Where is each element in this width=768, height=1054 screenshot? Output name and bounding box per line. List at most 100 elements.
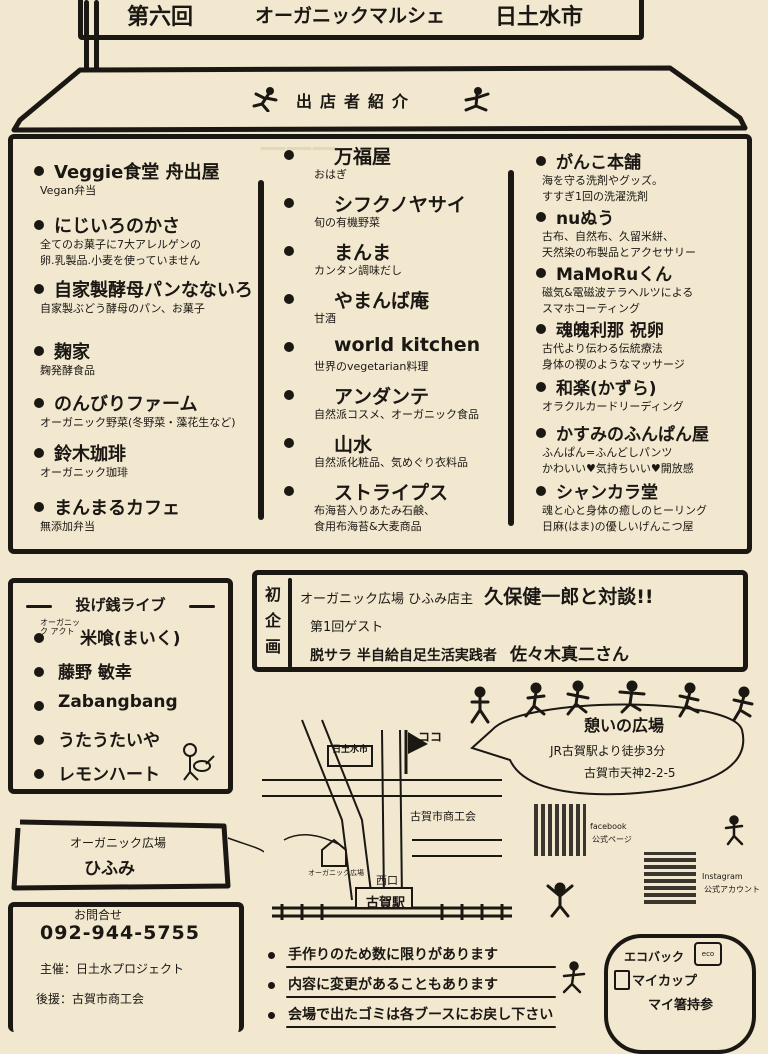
vendor-desc: スマホコーティング	[542, 302, 641, 315]
bullet-dot	[268, 1012, 275, 1019]
vendor-desc: 日麻(はま)の優しいげんこつ屋	[542, 520, 694, 533]
vendor-name: world kitchen	[334, 334, 481, 356]
vendor-desc: おはぎ	[314, 168, 347, 181]
bullet-dot	[536, 428, 546, 438]
vendor-desc: 古布、自然布、久留米絣、	[542, 230, 674, 243]
bullet-dot	[268, 982, 275, 989]
tent-roof	[11, 65, 748, 133]
contact-phone[interactable]: 092-944-5755	[40, 922, 200, 944]
performer-name: 米喰(まいく)	[80, 629, 181, 649]
vendor-desc: オーガニック珈琲	[40, 466, 128, 479]
access-map	[262, 703, 745, 920]
vendor-desc: 卵.乳製品.小麦を使っていません	[40, 254, 201, 267]
shoukoukai-label: 古賀市商工会	[410, 810, 476, 823]
eco-title: エコバック	[624, 950, 685, 964]
vendor-desc: 世界のvegetarian料理	[314, 360, 429, 373]
bullet-dot	[284, 246, 294, 256]
vendor-desc: 全てのお菓子に7大アレルゲンの	[40, 238, 201, 251]
event-brand: 日土水市	[495, 5, 584, 30]
pole-left-2	[94, 0, 99, 70]
vendor-desc: 布海苔入りあたみ石鹸、	[314, 504, 435, 517]
host-name: 久保健一郎と対談!!	[484, 586, 654, 608]
venue-address: 古賀市天神2-2-5	[584, 766, 676, 780]
hifumi-line-2: ひふみ	[84, 859, 135, 879]
vendor-desc: 甘酒	[314, 312, 336, 325]
vendor-desc: 天然染の布製品とアクセサリー	[542, 246, 696, 259]
bullet-dot	[536, 268, 546, 278]
bullet-dot	[34, 166, 44, 176]
bullet-dot	[536, 382, 546, 392]
vendor-name: 鈴木珈琲	[54, 444, 126, 465]
feature-line-1: オーガニック広場 ひふみ店主 久保健一郎と対談!!	[300, 586, 654, 608]
vendor-name: MaMoRuくん	[556, 265, 673, 285]
venue-name: 憩いの広場	[584, 716, 665, 735]
west-exit-label: 西口	[376, 874, 398, 887]
eco-line-2: マイカップ	[632, 974, 698, 989]
vendor-name: がんこ本舗	[556, 153, 641, 173]
live-box	[8, 578, 233, 794]
feature-divider	[288, 578, 292, 668]
instagram-label: Instagram	[702, 872, 743, 881]
pole-left	[84, 0, 89, 70]
vendor-box	[8, 134, 752, 554]
section-title: 出店者紹介	[296, 92, 417, 111]
vendor-name: 万福屋	[334, 146, 392, 168]
bullet-dot	[284, 486, 294, 496]
bullet-dot	[34, 220, 44, 230]
vendor-desc: 魂と心と身体の癒しのヒーリング	[542, 504, 707, 517]
guitar-player-icon	[183, 743, 215, 781]
vendor-name: まんまるカフェ	[54, 498, 180, 519]
note-underline	[286, 966, 556, 968]
cup-icon	[614, 970, 630, 990]
bullet-dot	[284, 390, 294, 400]
performer-name: うたうたいや	[58, 731, 160, 751]
bullet-dot	[34, 735, 44, 745]
performer-name: レモンハート	[58, 765, 160, 785]
vendor-name: 和楽(かずら)	[556, 379, 657, 399]
note-text: 内容に変更があることもあります	[288, 977, 498, 993]
vendor-name: アンダンテ	[334, 386, 430, 408]
people-figures-icon	[470, 680, 754, 724]
facebook-label: facebook	[590, 822, 627, 831]
vendor-name: 麹家	[54, 342, 90, 363]
title-box: 第六回 オーガニックマルシェ 日土水市	[78, 0, 644, 40]
here-label: ココ	[418, 730, 443, 744]
bullet-dot	[268, 952, 275, 959]
vendor-desc: 無添加弁当	[40, 520, 95, 533]
vendor-desc: 旬の有機野菜	[314, 216, 380, 229]
bullet-dot	[34, 346, 44, 356]
live-title: 投げ銭ライブ	[75, 596, 166, 614]
vendor-name: のんびりファーム	[54, 394, 198, 415]
instagram-qr-code[interactable]	[644, 852, 696, 904]
performer-name: 藤野 敏幸	[58, 663, 132, 683]
vendor-desc: 麹発酵食品	[40, 364, 95, 377]
facebook-qr-code[interactable]	[534, 804, 586, 856]
edition-label: 第六回	[127, 5, 194, 30]
section-heading: 出店者紹介	[250, 84, 520, 114]
feature-box	[252, 570, 748, 672]
vendor-desc: Vegan弁当	[40, 184, 97, 197]
vendor-divider-2	[508, 170, 514, 526]
station-label: 古賀駅	[366, 896, 406, 911]
bullet-dot	[34, 701, 44, 711]
vendor-name: 魂魄利那 祝卵	[556, 321, 664, 341]
bullet-dot	[34, 769, 44, 779]
guest-name: 佐々木真二さん	[509, 645, 629, 665]
dancing-figure-icon	[464, 87, 490, 112]
facebook-sub: 公式ページ	[592, 835, 632, 844]
background-bleed: 一一一	[260, 136, 339, 166]
bullet-dot	[34, 284, 44, 294]
feature-line-2: 第1回ゲスト	[310, 620, 384, 635]
vendor-desc: 自然派化粧品、気めぐり衣料品	[314, 456, 468, 469]
vendor-desc: 自然派コスメ、オーガニック食品	[314, 408, 479, 421]
vendor-desc: 海を守る洗剤やグッズ。	[542, 174, 663, 187]
vendor-desc: 身体の禊のようなマッサージ	[542, 358, 685, 371]
note-underline	[286, 996, 556, 998]
bullet-dot	[34, 502, 44, 512]
event-name: オーガニックマルシェ	[255, 5, 446, 27]
bullet-dot	[284, 198, 294, 208]
venue-access: JR古賀駅より徒歩3分	[550, 744, 666, 758]
cheering-figure-icon	[546, 882, 574, 918]
vendor-desc: かわいい♥気持ちいい♥開放感	[542, 462, 694, 475]
instagram-sub: 公式アカウント	[704, 885, 760, 894]
